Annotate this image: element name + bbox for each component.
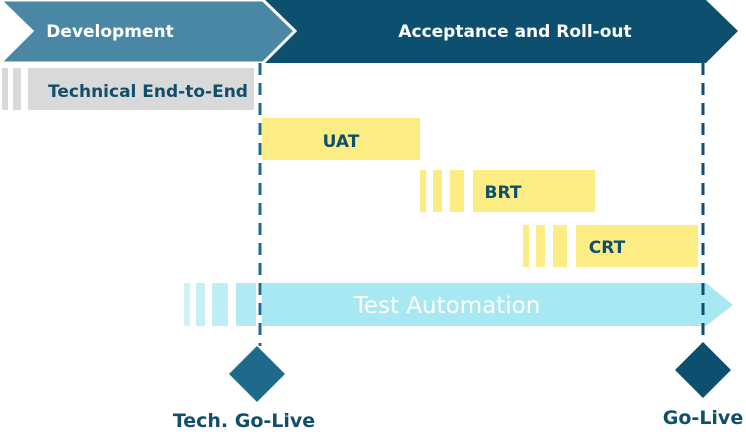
activity-automation: Test Automation — [184, 283, 733, 326]
brt-stripe — [420, 170, 426, 212]
automation-arrow — [262, 283, 733, 326]
phase-acceptance-label: Acceptance and Roll-out — [398, 22, 631, 42]
phase-development: Development — [0, 0, 298, 65]
phase-acceptance: Acceptance and Roll-out — [258, 0, 738, 63]
brt-bar — [473, 170, 595, 212]
milestone-go-live: Go-Live — [663, 342, 743, 429]
phase-development-chevron — [0, 0, 298, 65]
milestone-tech-go-live: Tech. Go-Live — [173, 346, 315, 432]
activity-crt: CRT — [523, 225, 698, 267]
phase-development-label: Development — [46, 22, 173, 42]
automation-stripe — [184, 283, 190, 326]
automation-label: Test Automation — [353, 293, 541, 319]
crt-bar — [576, 225, 698, 267]
phase-acceptance-chevron — [258, 0, 738, 63]
crt-stripe — [536, 225, 545, 267]
go-live-diamond — [675, 342, 731, 398]
crt-label: CRT — [589, 238, 626, 258]
automation-stripe — [212, 283, 228, 326]
technical-stripe — [2, 68, 8, 110]
automation-stripe — [196, 283, 205, 326]
technical-bar — [28, 68, 254, 110]
brt-label: BRT — [485, 183, 522, 203]
tech-go-live-diamond — [229, 346, 285, 402]
crt-stripe — [553, 225, 567, 267]
tech-go-live-label: Tech. Go-Live — [173, 410, 315, 432]
activity-brt: BRT — [420, 170, 595, 212]
activity-technical: Technical End-to-End — [2, 68, 254, 110]
automation-stripe — [236, 283, 256, 326]
technical-label: Technical End-to-End — [48, 82, 248, 102]
uat-label: UAT — [323, 132, 360, 152]
activity-uat: UAT — [262, 118, 420, 160]
uat-bar — [262, 118, 420, 160]
go-live-label: Go-Live — [663, 407, 743, 429]
crt-stripe — [523, 225, 529, 267]
brt-stripe — [450, 170, 464, 212]
technical-stripe — [13, 68, 21, 110]
brt-stripe — [433, 170, 442, 212]
